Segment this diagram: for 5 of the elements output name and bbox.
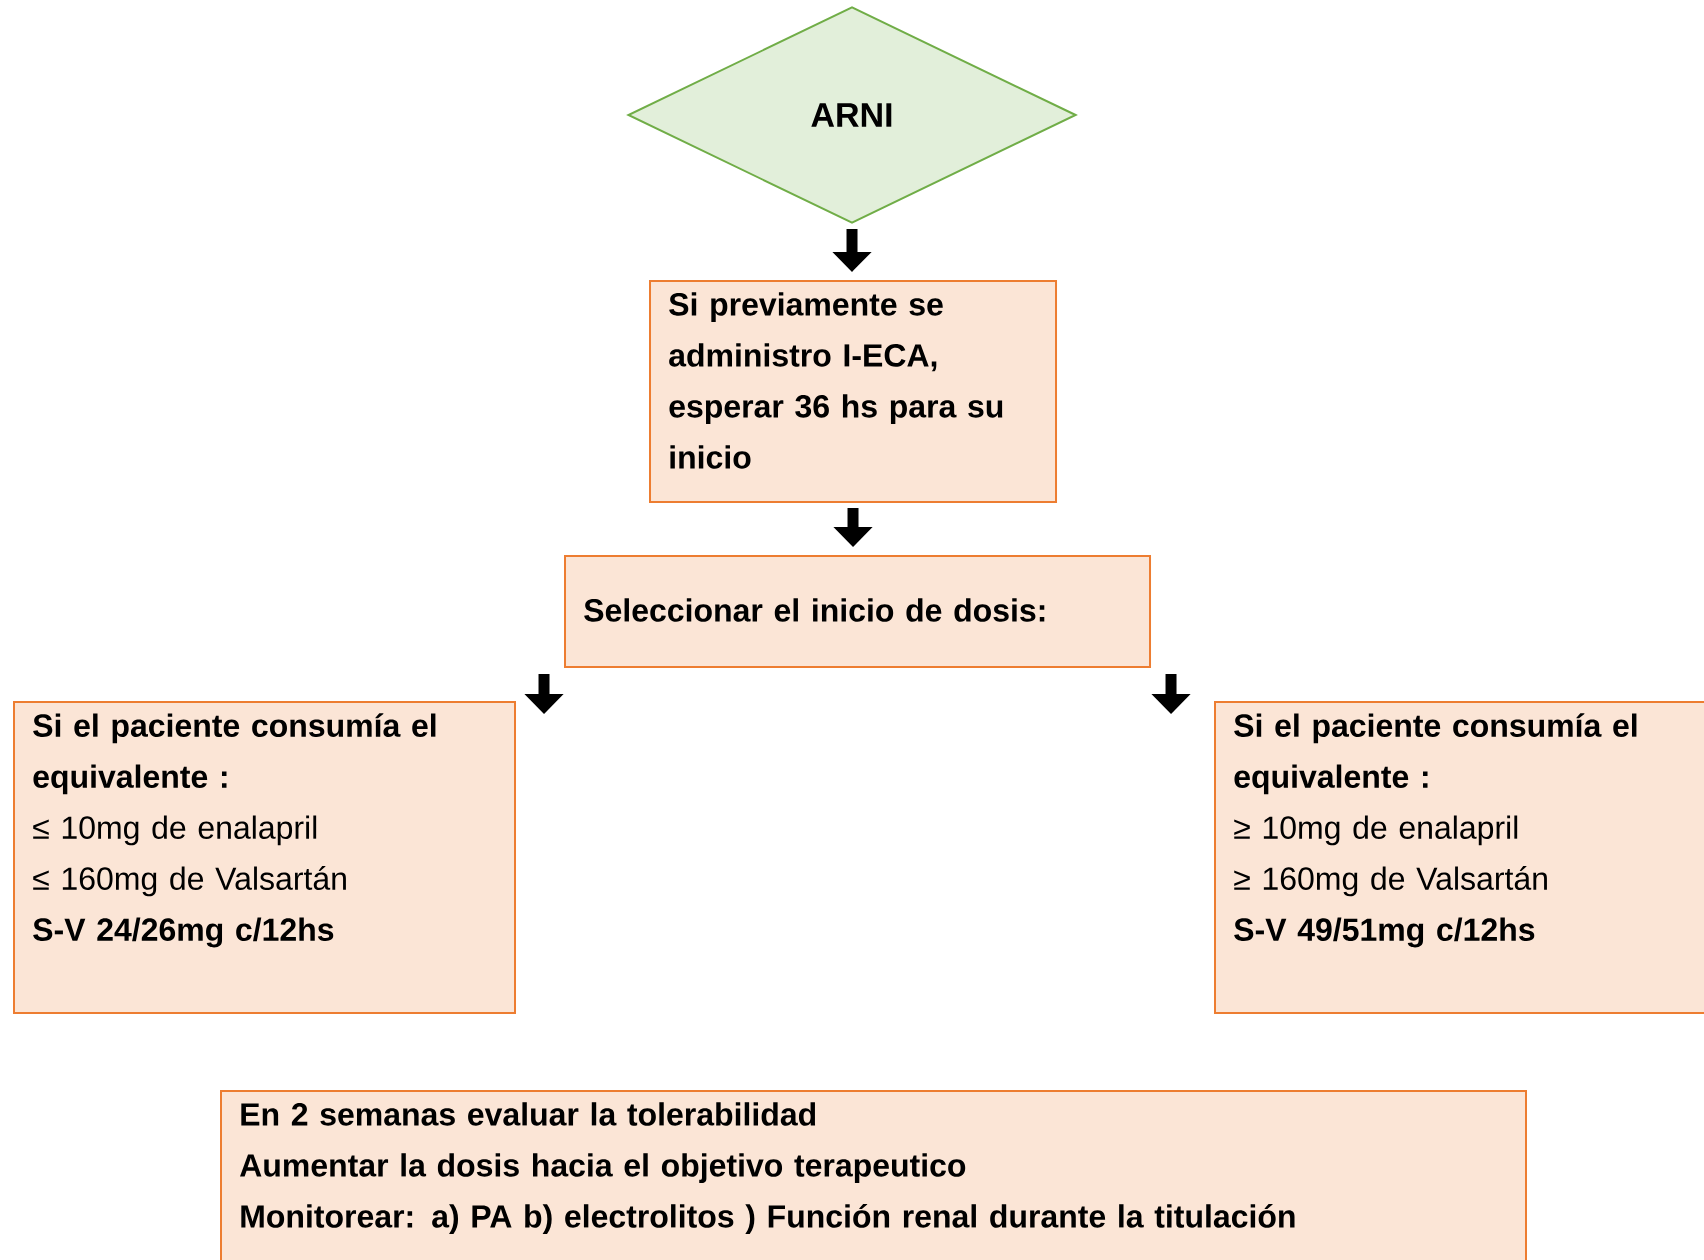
- process-box: Si el paciente consumía el equivalente : ≤ 10mg de enalapril ≤ 160mg de Valsartán S-V 24/26mg c/12hs: [13, 701, 516, 1014]
- process-box: Si el paciente consumía el equivalente : ≥ 10mg de enalapril ≥ 160mg de Valsartán S-V 49/51mg c/12hs: [1214, 701, 1704, 1014]
- process-box: En 2 semanas evaluar la tolerabilidad Aumentar la dosis hacia el objetivo terapeutico Monitorear: a) PA b) electrolitos ) Función renal durante la titulación: [220, 1090, 1527, 1260]
- process-box: Seleccionar el inicio de dosis:: [564, 555, 1151, 668]
- process-box: Si previamente se administro I-ECA, esperar 36 hs para su inicio: [649, 280, 1057, 503]
